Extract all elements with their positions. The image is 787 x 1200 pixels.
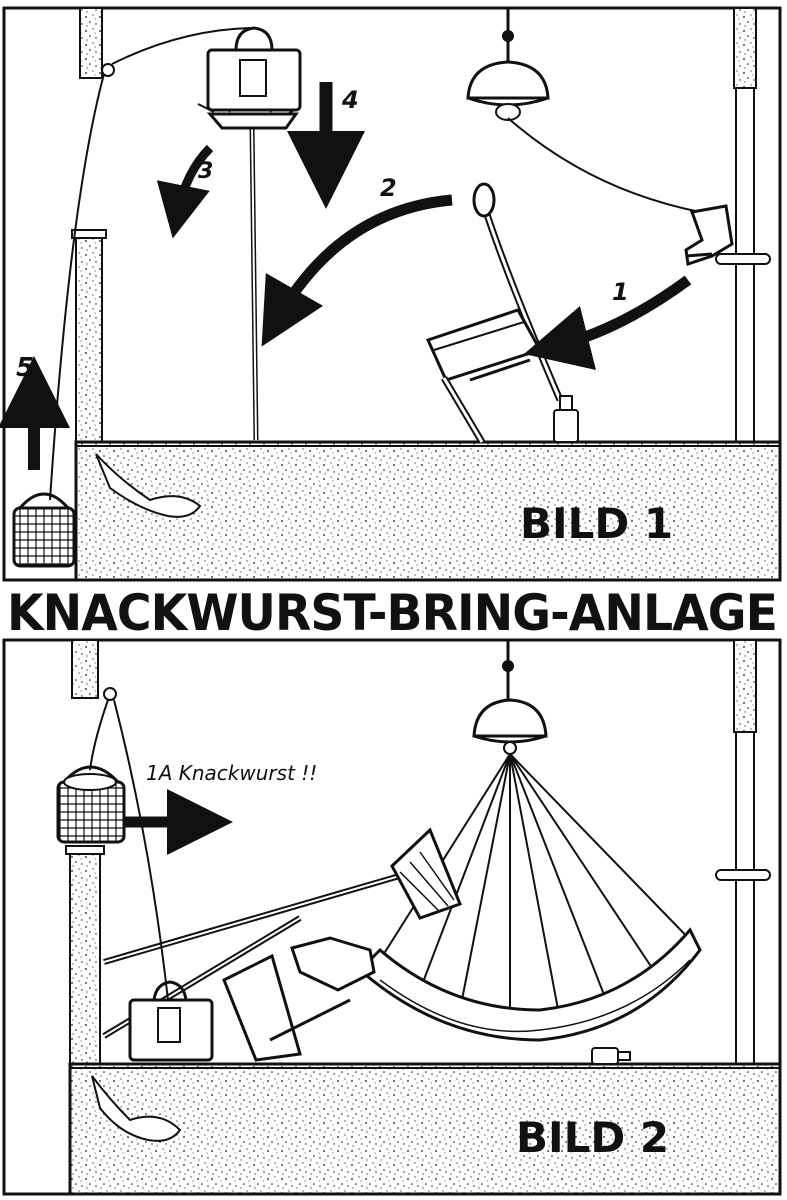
pulley-1	[101, 63, 115, 77]
swing-strings	[379, 753, 701, 1021]
panel-bild-2: 1A Knackwurst !! BILD 2	[2, 638, 782, 1196]
arrow-1	[523, 275, 692, 371]
basket-2	[56, 765, 126, 844]
floor-slab-2	[68, 1062, 782, 1196]
broom	[103, 827, 462, 965]
bag-2	[128, 980, 214, 1062]
swing-cloth	[357, 927, 702, 1042]
title-banner: KNACKWURST-BRING-ANLAGE	[4, 582, 780, 642]
panel-2-label: BILD 2	[516, 1113, 669, 1162]
step-label-1: 1	[612, 278, 629, 306]
basket-1	[12, 492, 76, 568]
panel-bild-1: 1 2 3 4 5 BILD 1	[0, 6, 782, 582]
left-pillar-2	[69, 851, 101, 1065]
step-label-3: 3	[198, 159, 213, 184]
step-label-4: 4	[341, 86, 359, 114]
left-pillar	[75, 231, 103, 443]
left-wall-upper	[79, 7, 103, 79]
pulley-2	[103, 687, 117, 701]
step-label-2: 2	[380, 174, 397, 202]
boot-1	[684, 204, 734, 266]
step-label-5: 5	[16, 353, 34, 383]
door-handle-1	[715, 253, 771, 265]
door-handle-2	[715, 869, 771, 881]
boot-2	[290, 936, 376, 992]
right-wall-upper	[733, 7, 757, 89]
bottle-1	[553, 395, 579, 443]
ceiling-lamp-1	[466, 8, 550, 121]
bag-1	[206, 26, 302, 112]
arrow-3	[156, 144, 214, 239]
bottle-2	[591, 1047, 631, 1065]
left-wall-upper-2	[71, 639, 99, 699]
right-wall-upper-2	[733, 639, 757, 733]
panel-1-label: BILD 1	[520, 499, 673, 548]
foot-2	[91, 1075, 182, 1142]
caption-knackwurst: 1A Knackwurst !!	[146, 761, 317, 785]
right-door-post-2	[735, 731, 755, 1067]
pole-1	[197, 99, 301, 441]
ceiling-lamp-2	[472, 640, 548, 755]
arrow-2	[261, 194, 453, 347]
banner-title: KNACKWURST-BRING-ANLAGE	[7, 584, 777, 642]
foot-1	[95, 453, 202, 518]
